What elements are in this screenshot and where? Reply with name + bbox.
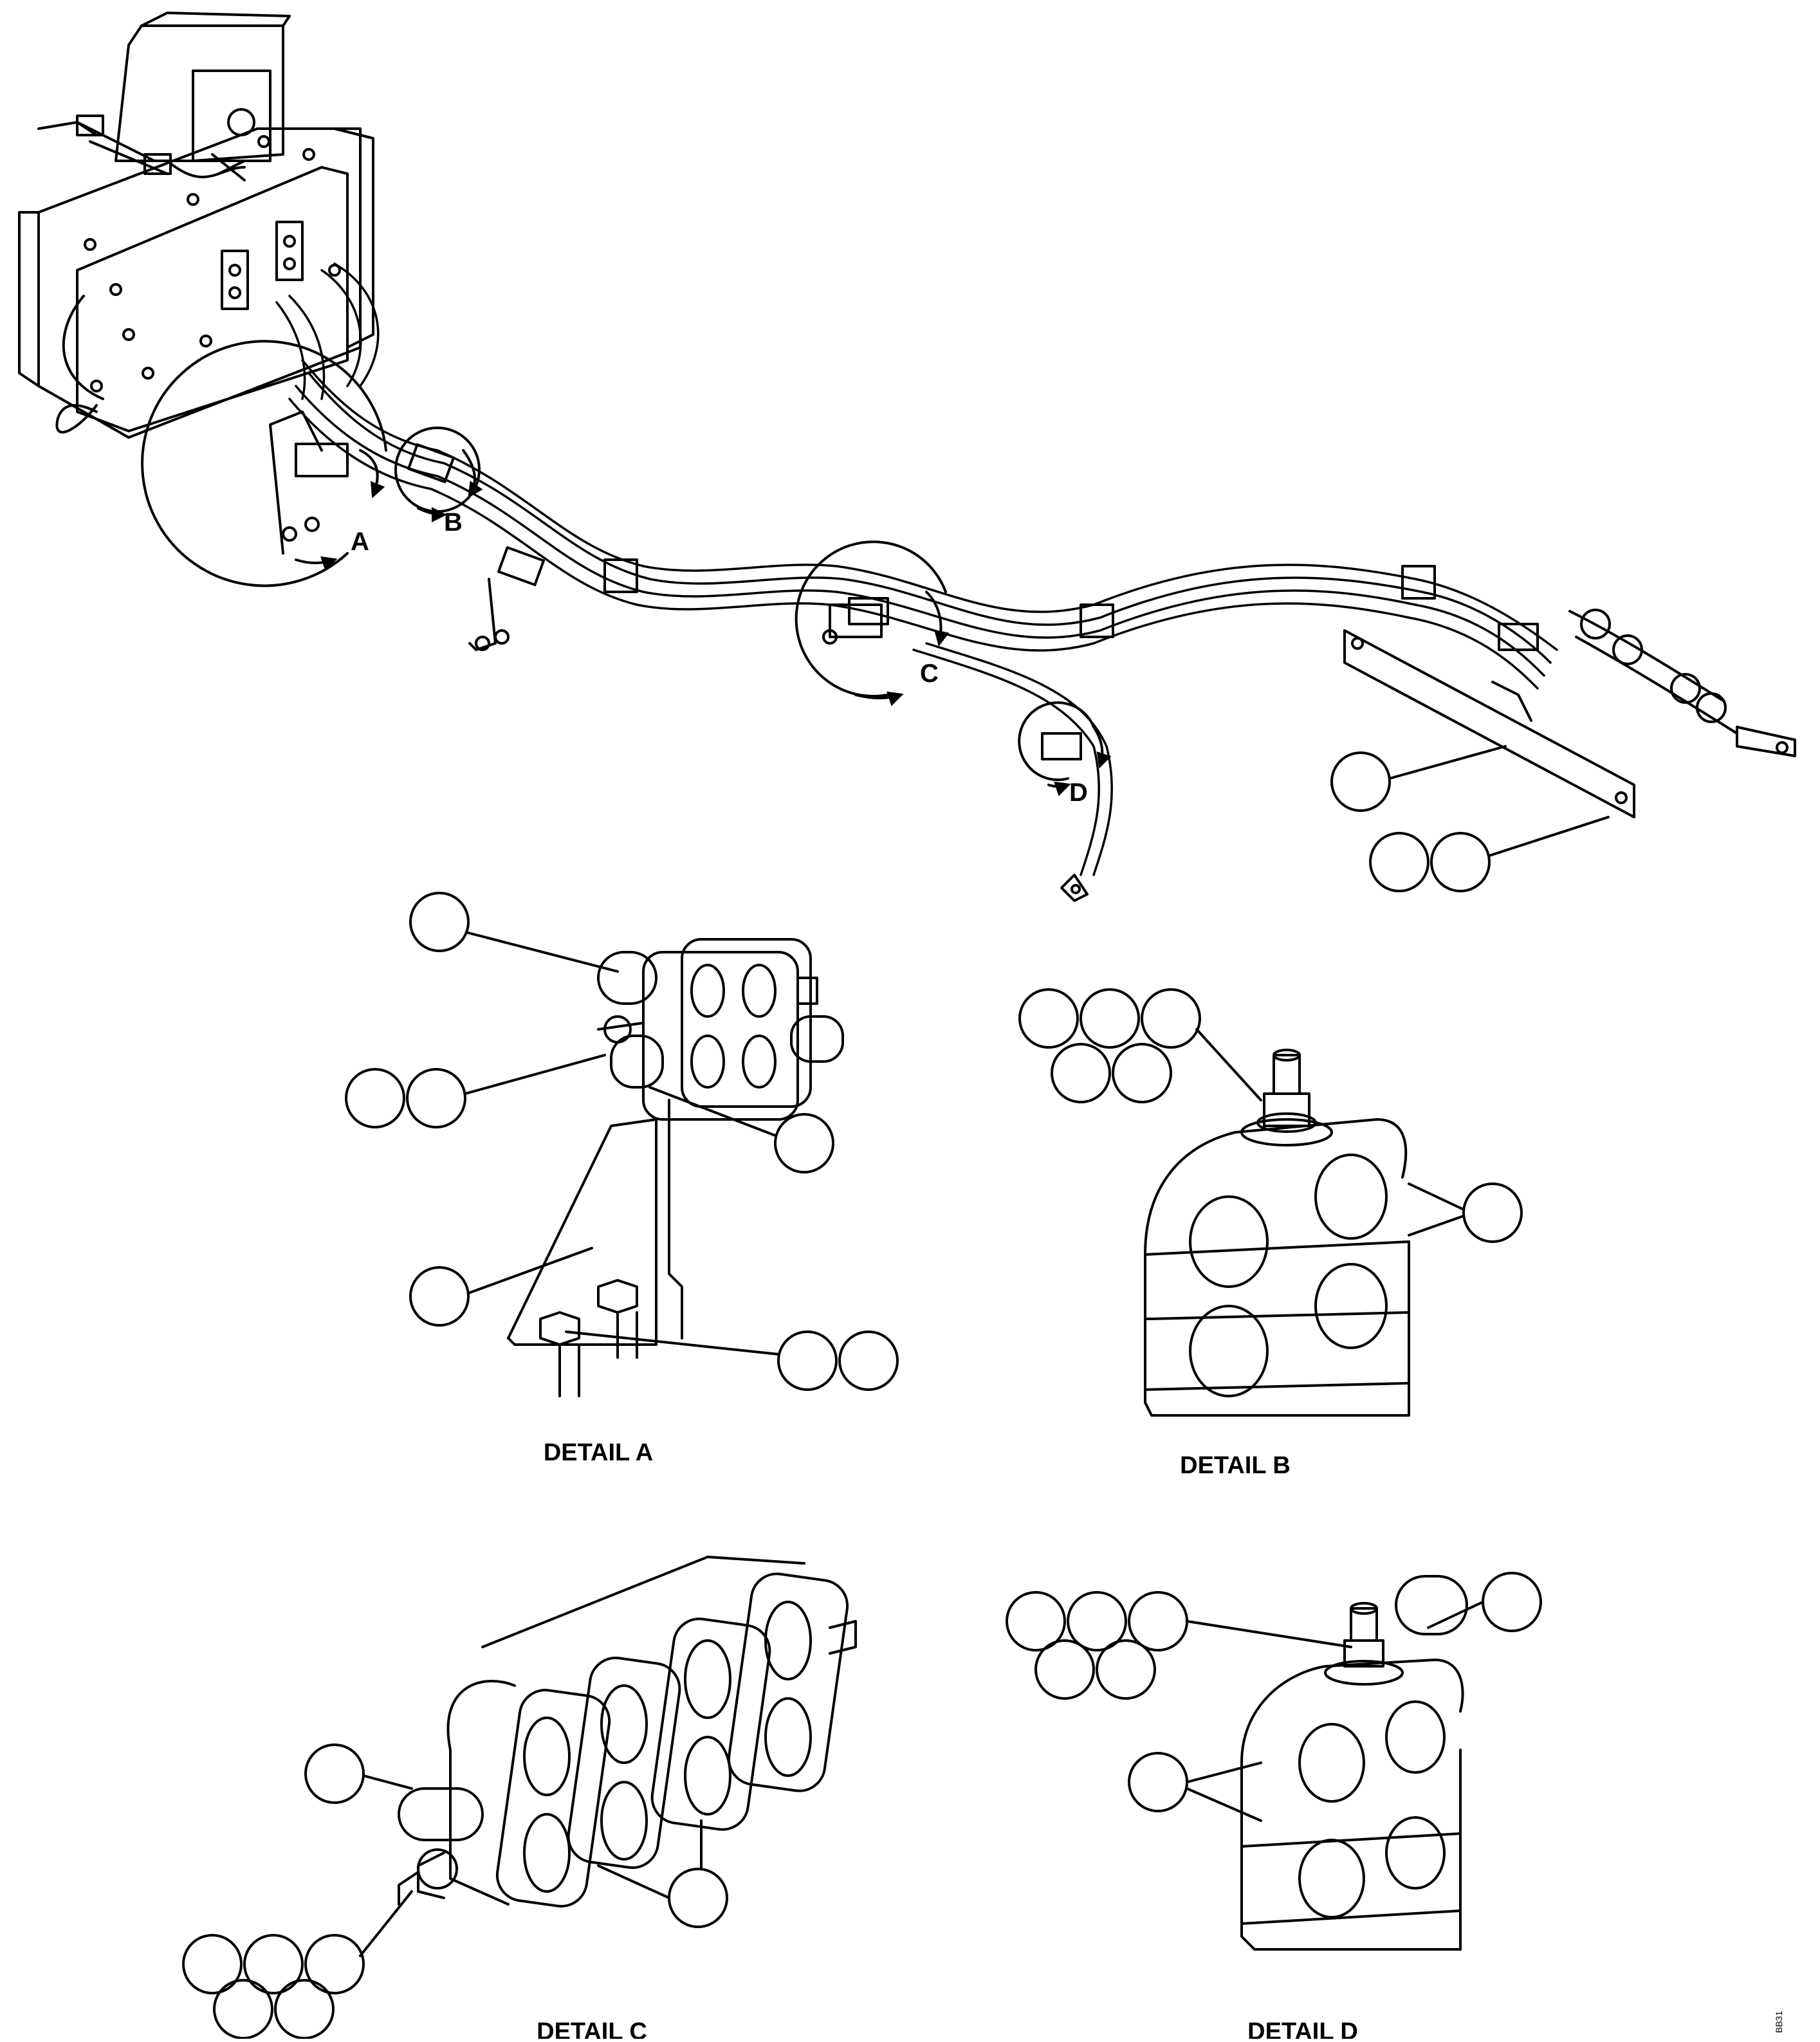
detail-c-marker: C <box>920 659 939 688</box>
detail-d-caption: DETAIL D <box>1247 2018 1358 2039</box>
detail-d-drawing <box>1240 1575 1468 1951</box>
detail-b-marker: B <box>444 508 463 537</box>
detail-a-drawing <box>507 938 844 1397</box>
detail-a-callout: A <box>141 340 387 587</box>
detail-a-callouts <box>345 892 899 1391</box>
main-callouts <box>1330 745 1610 892</box>
detail-b-caption: DETAIL B <box>1180 1452 1291 1479</box>
detail-c-callout: C <box>795 540 950 706</box>
control-box <box>18 12 374 439</box>
detail-c-drawing <box>398 1556 857 1908</box>
detail-d-callouts <box>1006 1572 1542 1822</box>
figure-id: BB31 <box>1774 2011 1784 2033</box>
detail-c-callouts <box>182 1743 728 2039</box>
detail-c-caption: DETAIL C <box>537 2018 647 2039</box>
detail-a-marker: A <box>351 528 369 556</box>
detail-b-drawing <box>1144 1049 1410 1417</box>
cable-terminals <box>1060 609 1796 902</box>
detail-a-caption: DETAIL A <box>544 1439 653 1466</box>
detail-d-callout: D <box>1018 701 1112 807</box>
detail-b-callout: B <box>394 427 483 537</box>
main-harness <box>275 262 1558 876</box>
detail-b-callouts <box>1018 988 1523 1243</box>
detail-d-marker: D <box>1069 778 1088 807</box>
harness-clamps <box>407 443 1539 651</box>
rear-bracket <box>1343 629 1635 818</box>
